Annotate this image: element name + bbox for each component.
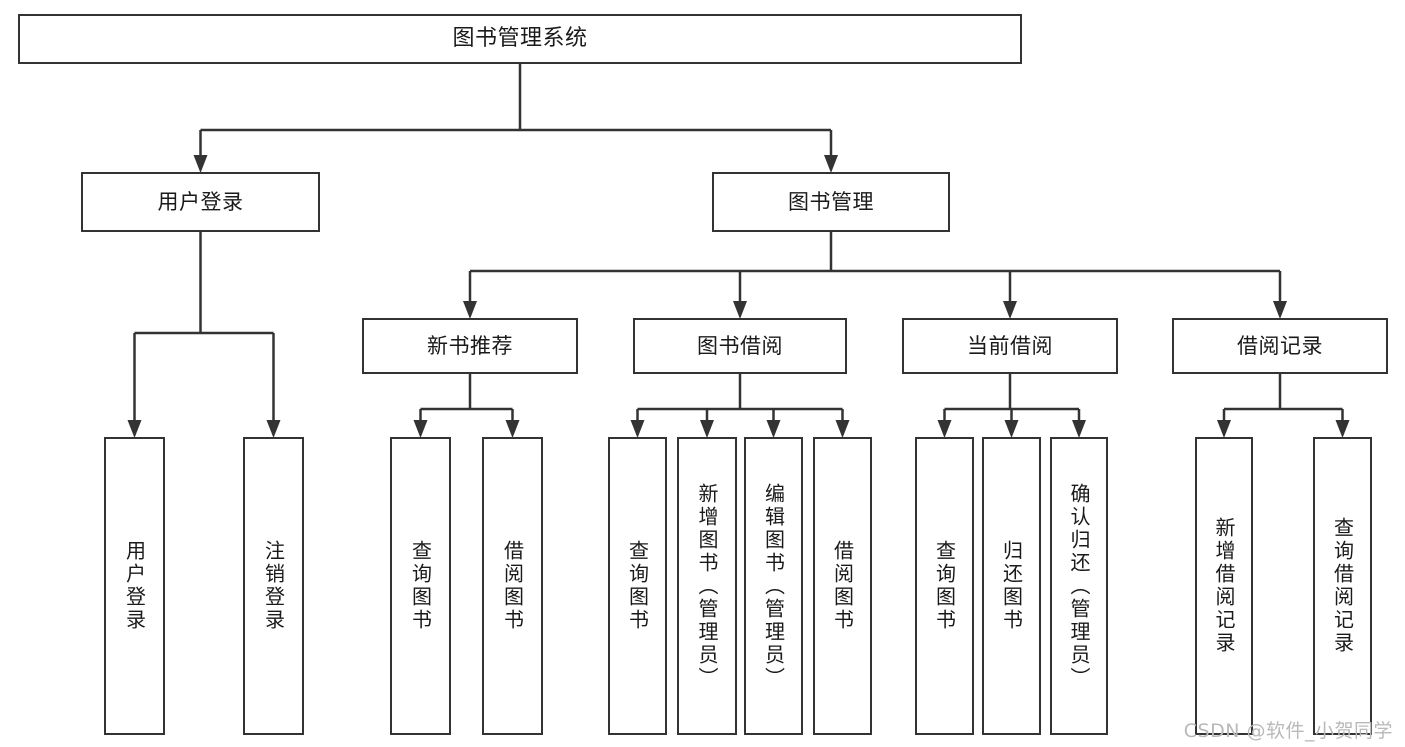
arrow-head-user-login [193, 155, 208, 173]
arrow-head-current-borrow [1003, 301, 1017, 319]
node-borrow-record[interactable]: 借阅记录 [1172, 318, 1388, 374]
arrow-head-leaf-query-book-2 [630, 420, 645, 438]
arrow-head-leaf-add-record [1217, 420, 1231, 438]
node-label-leaf-borrow-book-1: 借阅图书 [500, 540, 525, 632]
arrow-head-leaf-confirm-return [1072, 420, 1086, 438]
node-new-book-rec[interactable]: 新书推荐 [362, 318, 578, 374]
arrow-head-borrow-record [1273, 301, 1287, 319]
node-current-borrow[interactable]: 当前借阅 [902, 318, 1118, 374]
arrow-head-leaf-user-login [127, 420, 142, 438]
arrow-head-leaf-add-book [700, 420, 714, 438]
node-label-book-borrow: 图书借阅 [697, 333, 783, 358]
arrow-head-leaf-query-record [1335, 420, 1350, 438]
watermark: CSDN @软件_小贺同学 [1183, 720, 1393, 742]
arrow-head-leaf-query-book-3 [937, 420, 952, 438]
node-label-leaf-confirm-return: 确认归还（管理员） [1067, 482, 1091, 690]
node-label-leaf-add-book: 新增图书（管理员） [695, 482, 719, 690]
node-leaf-query-book-2[interactable]: 查询图书 [608, 437, 667, 735]
arrow-head-leaf-query-book-1 [413, 420, 428, 438]
node-leaf-query-record[interactable]: 查询借阅记录 [1313, 437, 1372, 735]
node-label-leaf-query-book-1: 查询图书 [408, 540, 433, 632]
node-leaf-return-book[interactable]: 归还图书 [982, 437, 1041, 735]
node-leaf-query-book-3[interactable]: 查询图书 [915, 437, 974, 735]
node-leaf-confirm-return[interactable]: 确认归还（管理员） [1050, 437, 1108, 735]
node-user-login[interactable]: 用户登录 [81, 172, 320, 232]
node-label-root: 图书管理系统 [452, 26, 588, 52]
node-label-user-login: 用户登录 [157, 189, 244, 214]
node-leaf-add-record[interactable]: 新增借阅记录 [1195, 437, 1253, 735]
arrow-head-leaf-edit-book [766, 420, 781, 438]
node-label-book-manage: 图书管理 [788, 189, 874, 214]
node-book-borrow[interactable]: 图书借阅 [633, 318, 847, 374]
node-leaf-edit-book[interactable]: 编辑图书（管理员） [744, 437, 803, 735]
node-label-leaf-user-logout: 注销登录 [261, 540, 286, 632]
node-root[interactable]: 图书管理系统 [18, 14, 1022, 64]
arrow-head-leaf-return-book [1004, 420, 1019, 438]
node-book-manage[interactable]: 图书管理 [712, 172, 950, 232]
node-label-leaf-query-record: 查询借阅记录 [1330, 517, 1355, 655]
arrow-head-leaf-borrow-book-2 [835, 420, 850, 438]
arrow-head-book-borrow [733, 301, 747, 319]
node-label-current-borrow: 当前借阅 [967, 333, 1053, 358]
node-leaf-add-book[interactable]: 新增图书（管理员） [677, 437, 737, 735]
node-leaf-user-logout[interactable]: 注销登录 [243, 437, 304, 735]
node-leaf-borrow-book-1[interactable]: 借阅图书 [482, 437, 543, 735]
arrow-head-leaf-user-logout [266, 420, 281, 438]
node-label-leaf-add-record: 新增借阅记录 [1212, 517, 1236, 655]
node-label-leaf-query-book-2: 查询图书 [625, 540, 650, 632]
arrow-head-new-book-rec [463, 301, 477, 319]
node-label-leaf-edit-book: 编辑图书（管理员） [761, 482, 786, 690]
arrow-head-book-manage [824, 155, 838, 173]
node-label-leaf-return-book: 归还图书 [999, 540, 1024, 632]
node-label-leaf-borrow-book-2: 借阅图书 [830, 540, 855, 632]
node-label-borrow-record: 借阅记录 [1237, 333, 1323, 358]
node-leaf-borrow-book-2[interactable]: 借阅图书 [813, 437, 872, 735]
node-leaf-query-book-1[interactable]: 查询图书 [390, 437, 451, 735]
node-leaf-user-login[interactable]: 用户登录 [104, 437, 165, 735]
node-label-leaf-query-book-3: 查询图书 [932, 540, 957, 632]
node-label-leaf-user-login: 用户登录 [122, 540, 147, 632]
node-label-new-book-rec: 新书推荐 [427, 333, 513, 358]
arrow-head-leaf-borrow-book-1 [505, 420, 520, 438]
